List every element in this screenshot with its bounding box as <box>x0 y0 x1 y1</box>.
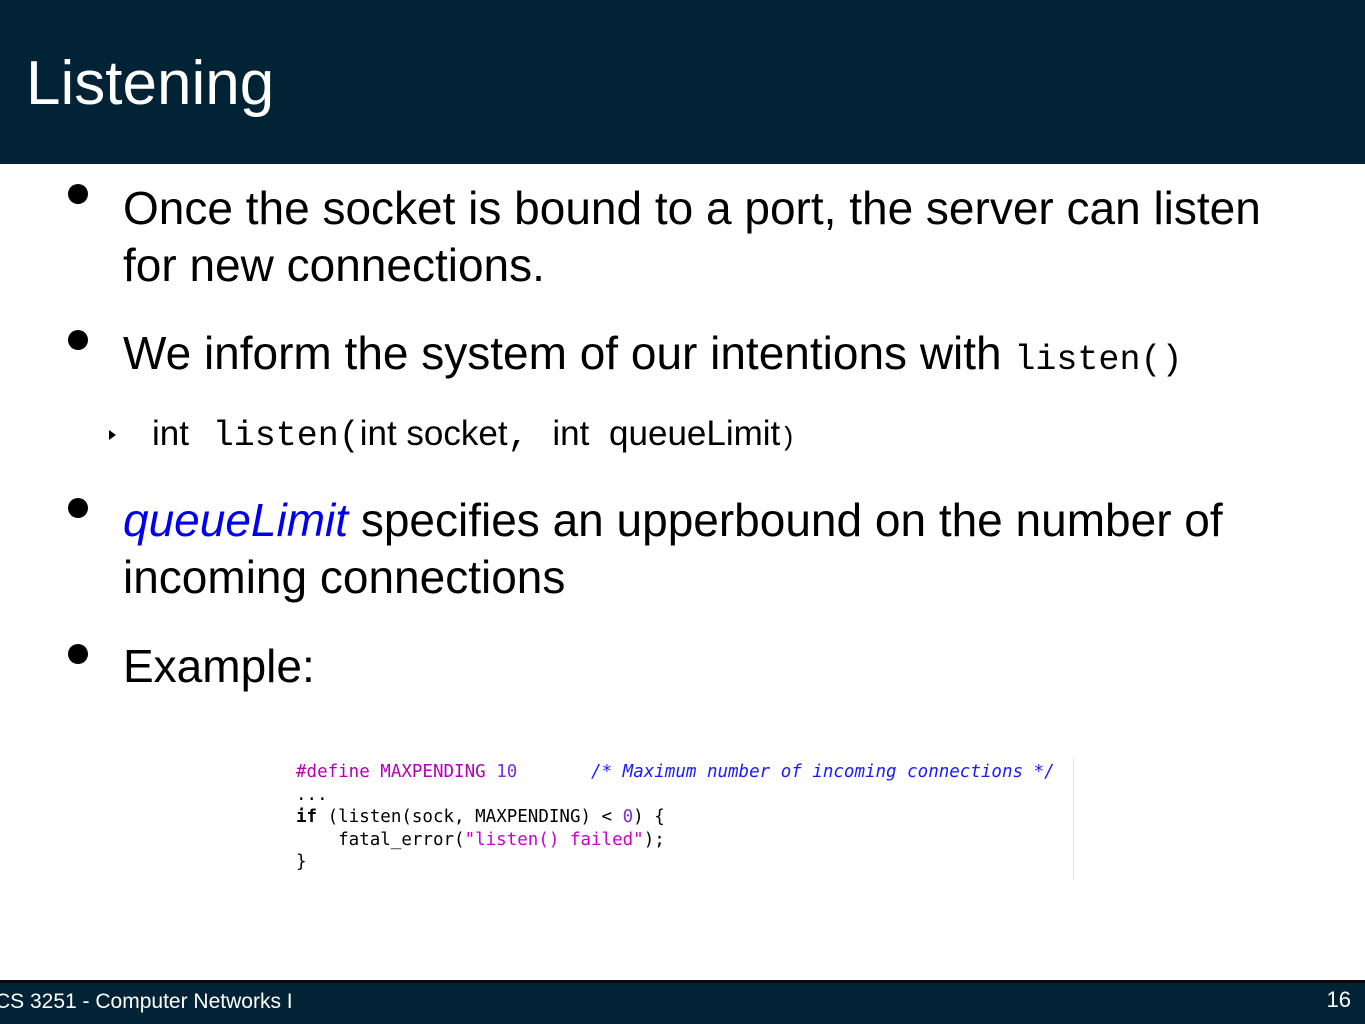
code-condition-end: ) { <box>633 807 665 827</box>
bullet-4-text: Example: <box>123 640 315 692</box>
sub-int-1: int <box>152 414 189 453</box>
code-string: "listen() failed" <box>464 829 644 850</box>
bullet-3-text: specifies an upperbound on the number of… <box>123 494 1223 603</box>
footer-divider <box>0 980 1365 983</box>
code-example: #define MAXPENDING 10 /* Maximum number … <box>290 758 1074 880</box>
code-define-value: 10 <box>496 762 518 782</box>
code-close-brace: } <box>296 852 307 872</box>
sub-arg-1: int socket <box>359 414 508 453</box>
code-ellipsis: ... <box>296 784 328 805</box>
sub-arg-2: queueLimit <box>609 414 781 453</box>
code-zero: 0 <box>622 807 634 827</box>
footer-bar <box>0 980 1365 1024</box>
code-condition: (listen(sock, MAXPENDING) < <box>317 807 623 827</box>
bullet-dot <box>68 184 88 204</box>
sub-bullet-arrow-icon <box>109 430 116 440</box>
title-bar <box>0 0 1365 164</box>
sub-fn: listen( <box>212 416 360 456</box>
code-define: #define MAXPENDING <box>296 762 486 782</box>
sub-bullet-signature: int listen(int socket, int queueLimit) <box>152 412 796 460</box>
bullet-2: We inform the system of our intentions w… <box>123 325 1182 389</box>
code-call-end: ); <box>643 829 665 850</box>
bullet-2-text: We inform the system of our intentions w… <box>123 327 1015 379</box>
page-number: 16 <box>1326 987 1351 1012</box>
bullet-1-text: Once the socket is bound to a port, the … <box>123 182 1261 291</box>
sub-close: ) <box>780 423 796 453</box>
code-call: fatal_error( <box>296 829 465 850</box>
code-if-keyword: if <box>296 807 318 827</box>
bullet-dot <box>68 330 88 350</box>
code-block: #define MAXPENDING 10 /* Maximum number … <box>296 761 1055 874</box>
slide-title: Listening <box>26 49 275 118</box>
sub-int-2: int <box>552 414 590 453</box>
bullet-3-accent: queueLimit <box>123 494 349 546</box>
bullet-dot <box>68 498 88 518</box>
footer-course: CS 3251 - Computer Networks I <box>0 990 293 1013</box>
bullet-dot <box>68 644 88 664</box>
bullet-3: queueLimit specifies an upperbound on th… <box>123 492 1323 606</box>
code-comment: /* Maximum number of incoming connection… <box>591 762 1055 782</box>
bullet-2-code: listen() <box>1014 340 1183 380</box>
sub-sep: , <box>507 416 529 456</box>
